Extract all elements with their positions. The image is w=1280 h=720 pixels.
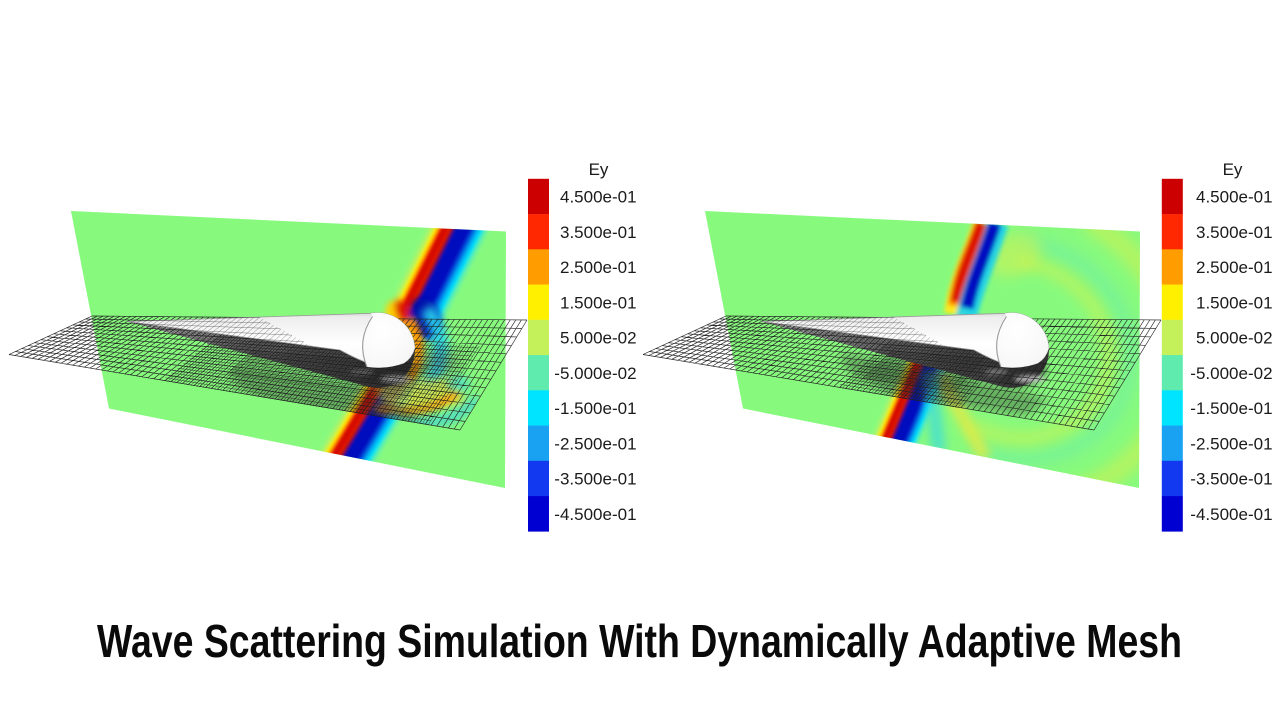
svg-text:-4.500e-01: -4.500e-01 <box>1190 505 1272 524</box>
svg-text:-5.000e-02: -5.000e-02 <box>1190 364 1272 383</box>
svg-text:Ey: Ey <box>1223 160 1243 179</box>
svg-text:-1.500e-01: -1.500e-01 <box>554 399 636 418</box>
svg-text:-2.500e-01: -2.500e-01 <box>554 434 636 453</box>
svg-text:4.500e-01: 4.500e-01 <box>560 188 637 207</box>
svg-text:1.500e-01: 1.500e-01 <box>560 293 637 312</box>
svg-text:3.500e-01: 3.500e-01 <box>560 223 637 242</box>
svg-text:-3.500e-01: -3.500e-01 <box>554 470 636 489</box>
svg-text:2.500e-01: 2.500e-01 <box>560 258 637 277</box>
svg-text:-2.500e-01: -2.500e-01 <box>1190 434 1272 453</box>
svg-text:-3.500e-01: -3.500e-01 <box>1190 470 1272 489</box>
svg-text:5.000e-02: 5.000e-02 <box>560 329 637 348</box>
svg-text:2.500e-01: 2.500e-01 <box>1196 258 1273 277</box>
svg-text:Wave Scattering Simulation Wit: Wave Scattering Simulation With Dynamica… <box>97 615 1182 667</box>
svg-text:3.500e-01: 3.500e-01 <box>1196 223 1273 242</box>
svg-text:-1.500e-01: -1.500e-01 <box>1190 399 1272 418</box>
svg-text:4.500e-01: 4.500e-01 <box>1196 188 1273 207</box>
svg-text:-4.500e-01: -4.500e-01 <box>554 505 636 524</box>
svg-text:5.000e-02: 5.000e-02 <box>1196 329 1273 348</box>
svg-text:1.500e-01: 1.500e-01 <box>1196 293 1273 312</box>
svg-text:-5.000e-02: -5.000e-02 <box>554 364 636 383</box>
svg-text:Ey: Ey <box>589 160 609 179</box>
